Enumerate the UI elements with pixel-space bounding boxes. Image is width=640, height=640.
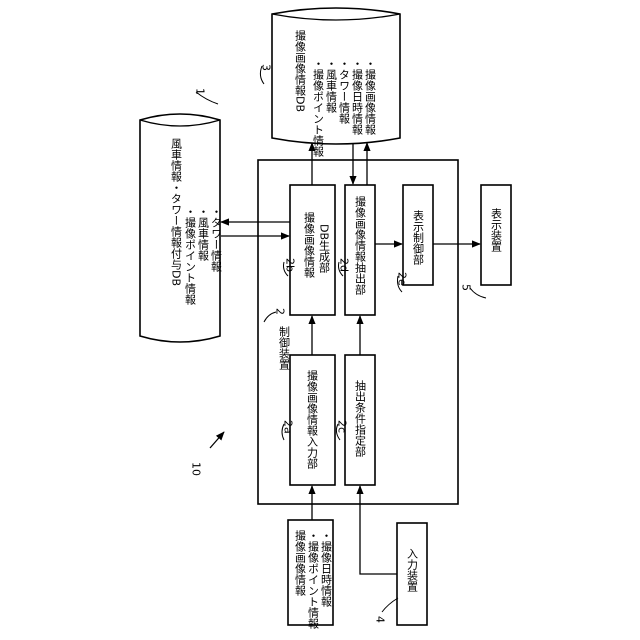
ref-2-label: 2 [274, 308, 287, 315]
ref-2e-label: 2e [396, 272, 409, 286]
db-image-item-4: ・撮像日時情報 [351, 58, 364, 136]
db-tower-item-2: ・風車情報 [197, 206, 210, 262]
ref-10-label: 10 [190, 462, 203, 476]
db-tower-item-3: ・タワー情報 [210, 206, 223, 273]
control-device-label: 制御装置 [278, 326, 291, 370]
unit-2b-line-2: DB生成部 [318, 224, 331, 273]
db-image-item-1: ・撮像ポイント情報 [312, 58, 325, 158]
input-info-line-3: ・撮像日時情報 [320, 530, 333, 608]
unit-2d-label: 撮像画像情報抽出部 [354, 195, 367, 295]
ref-5-label: 5 [460, 284, 473, 291]
ref-4-leader [382, 598, 398, 612]
ref-4-label: 4 [374, 616, 387, 623]
db-image-title: 撮像画像情報DB [294, 29, 307, 112]
db-image-item-5: ・撮像画像情報 [364, 58, 377, 136]
db-image-item-3: ・タワー情報 [338, 58, 351, 125]
ref-2d-label: 2d [338, 258, 351, 272]
unit-2b-line-1: 撮像画像情報 [303, 211, 316, 279]
display-device-label: 表示装置 [490, 207, 503, 252]
unit-2a-label: 撮像画像情報入力部 [306, 369, 319, 469]
db-image-info: 撮像画像情報DB ・撮像ポイント情報 ・風車情報 ・タワー情報 ・撮像日時情報 … [272, 8, 400, 158]
input-device-label: 入力装置 [406, 548, 419, 592]
ref-2b-label: 2b [284, 258, 297, 272]
input-info-line-2: ・撮像ポイント情報 [307, 530, 320, 630]
ref-3-label: 3 [260, 64, 273, 71]
unit-2c-label: 抽出条件指定部 [354, 379, 367, 457]
db-image-item-2: ・風車情報 [325, 58, 338, 114]
ref-2a-label: 2a [282, 420, 295, 434]
db-tower-info: 風車情報・タワー情報付与DB ・撮像ポイント情報 ・風車情報 ・タワー情報 [140, 114, 223, 342]
ref-2c-label: 2c [336, 420, 349, 433]
arrow-input-device-to-2c [360, 486, 397, 574]
db-tower-item-1: ・撮像ポイント情報 [184, 206, 197, 306]
db-tower-title: 風車情報・タワー情報付与DB [170, 138, 183, 286]
ref-10-arrow [210, 432, 224, 448]
ref-1-label: 1 [194, 88, 207, 95]
input-info-line-1: 撮像画像情報 [294, 529, 307, 597]
unit-2e-label: 表示制御部 [412, 209, 425, 265]
